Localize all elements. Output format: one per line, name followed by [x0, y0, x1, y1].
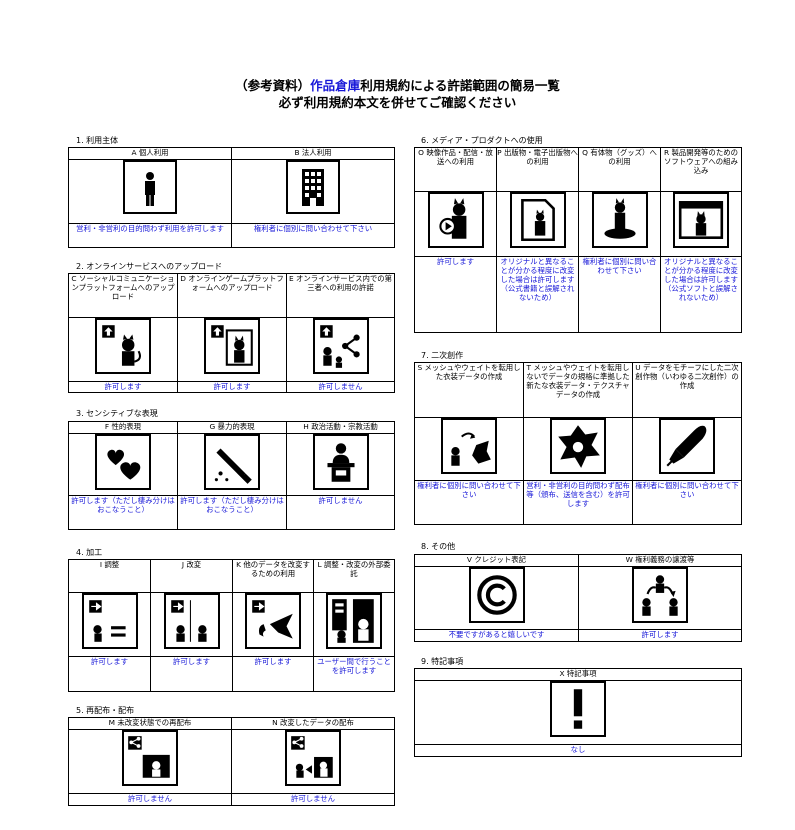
permission-text[interactable]: 許可します	[68, 381, 178, 393]
section-sensitive: F 性的表現 G 暴力的表現 H 政治活動・宗教活動 許可します（ただし棲み分け…	[68, 421, 395, 530]
use-for-modifying-icon	[245, 593, 301, 649]
section-label-media: 6. メディア・プロダクトへの使用	[421, 136, 543, 145]
section-usage-subject: A 個人利用 B 法人利用 営利・非営利の目的問わず利用を許可します 権利者に個…	[68, 147, 395, 248]
permission-text[interactable]: 許可します（ただし棲み分けはおこなうこと）	[68, 495, 178, 530]
item-header: F 性的表現	[68, 421, 178, 434]
game-upload-icon	[204, 318, 260, 374]
section-processing: I 調整 J 改変 K 他のデータを改変するための利用 L 調整・改変の外部委託…	[68, 559, 395, 692]
section-label-online-upload: 2. オンラインサービスへのアップロード	[76, 262, 223, 271]
knife-icon	[204, 434, 260, 490]
item-header: C ソーシャルコミュニケーションプラットフォームへのアップロード	[68, 273, 178, 318]
permission-text[interactable]: 権利者に個別に問い合わせて下さい	[231, 223, 395, 248]
item-header: E オンラインサービス内での第三者への利用の許諾	[286, 273, 395, 318]
permission-text[interactable]: 権利者に個別に問い合わせて下さい	[414, 480, 524, 525]
section-label-other: 8. その他	[421, 542, 456, 551]
exclamation-icon	[550, 681, 606, 737]
section-label-notes: 9. 特記事項	[421, 657, 464, 666]
section-media: O 映像作品・配信・放送への利用 P 出版物・電子出版物への利用 Q 有体物（グ…	[414, 147, 742, 333]
permission-text[interactable]: 許可しません	[231, 793, 395, 806]
item-header: W 権利義務の譲渡等	[578, 554, 742, 567]
permission-text[interactable]: 許可します（ただし棲み分けはおこなうこと）	[177, 495, 287, 530]
permission-text[interactable]: ユーザー間で行うことを許可します	[313, 656, 395, 692]
outsource-icon	[326, 593, 382, 649]
item-header: L 調整・改変の外部委託	[313, 559, 395, 593]
permission-text[interactable]: 権利者に個別に問い合わせて下さい	[578, 256, 661, 333]
item-header: O 映像作品・配信・放送への利用	[414, 147, 497, 192]
permission-text[interactable]: 許可します	[150, 656, 233, 692]
title-prefix: （参考資料）	[235, 78, 311, 93]
rights-transfer-icon	[632, 567, 688, 623]
item-header: R 製品開発等のためのソフトウェアへの組み込み	[660, 147, 742, 192]
section-online-upload: C ソーシャルコミュニケーションプラットフォームへのアップロード D オンライン…	[68, 273, 395, 393]
permission-text[interactable]: 営利・非営利の目的問わず配布等（頒布、送信を含む）を許可します	[523, 480, 633, 525]
section-notes: X 特記事項 なし	[414, 668, 742, 757]
title-service-name[interactable]: 作品倉庫	[310, 78, 361, 93]
figure-goods-icon	[591, 192, 648, 248]
permission-text[interactable]: 営利・非営利の目的問わず利用を許可します	[68, 223, 232, 248]
permission-text[interactable]: なし	[414, 744, 742, 757]
permission-text[interactable]: 許可します	[578, 629, 742, 642]
item-header: I 調整	[68, 559, 151, 593]
pen-nib-icon	[659, 418, 715, 474]
software-window-icon	[673, 192, 729, 248]
page-subtitle: 必ず利用規約本文を併せてご確認ください	[278, 95, 517, 110]
permission-text[interactable]: 権利者に個別に問い合わせて下さい	[632, 480, 742, 525]
outfit-transfer-icon	[441, 418, 497, 474]
video-play-icon	[427, 192, 484, 248]
copyright-icon	[468, 567, 525, 623]
item-header: A 個人利用	[68, 147, 232, 160]
hearts-icon	[95, 434, 151, 490]
section-label-processing: 4. 加工	[76, 548, 103, 557]
permission-text[interactable]: 許可しません	[286, 381, 395, 393]
item-header: D オンラインゲームプラットフォームへのアップロード	[177, 273, 287, 318]
permission-text[interactable]: 許可します	[68, 656, 151, 692]
share-modified-icon	[285, 730, 341, 786]
item-header: H 政治活動・宗教活動	[286, 421, 395, 434]
section-label-redistribution: 5. 再配布・配布	[76, 706, 135, 715]
podium-speaker-icon	[312, 434, 369, 490]
item-header: P 出版物・電子出版物への利用	[496, 147, 579, 192]
item-header: V クレジット表記	[414, 554, 579, 567]
new-outfit-icon	[550, 418, 606, 474]
item-header: X 特記事項	[414, 668, 742, 681]
item-header: K 他のデータを改変するための利用	[232, 559, 314, 593]
item-header: G 暴力的表現	[177, 421, 287, 434]
share-original-icon	[122, 730, 178, 786]
section-label-derivative: 7. 二次創作	[421, 351, 464, 360]
modify-icon	[163, 593, 220, 649]
third-party-share-icon	[312, 318, 369, 374]
permission-text[interactable]: 許可しません	[68, 793, 232, 806]
item-header: S メッシュやウェイトを転用した衣装データの作成	[414, 362, 524, 418]
publication-icon	[509, 192, 566, 248]
person-icon	[123, 160, 177, 214]
item-header: U データをモチーフにした二次創作物（いわゆる二次創作）の作成	[632, 362, 742, 418]
item-header: B 法人利用	[231, 147, 395, 160]
title-suffix: 利用規約による許諾範囲の簡易一覧	[360, 78, 560, 93]
section-redistribution: M 未改変状態での再配布 N 改変したデータの配布 許可しません 許可しません	[68, 717, 395, 806]
item-header: J 改変	[150, 559, 233, 593]
permission-text[interactable]: 許可します	[177, 381, 287, 393]
item-header: M 未改変状態での再配布	[68, 717, 232, 730]
page-title: （参考資料）作品倉庫利用規約による許諾範囲の簡易一覧	[0, 77, 795, 94]
social-upload-icon	[95, 318, 151, 374]
section-other: V クレジット表記 W 権利義務の譲渡等 不要ですがあると嬉しいです 許可します	[414, 554, 742, 642]
section-label-sensitive: 3. センシティブな表現	[76, 409, 158, 418]
permission-text[interactable]: 許可しません	[286, 495, 395, 530]
section-label-usage-subject: 1. 利用主体	[76, 136, 119, 145]
item-header: N 改変したデータの配布	[231, 717, 395, 730]
adjust-icon	[81, 593, 138, 649]
permission-text[interactable]: 許可します	[232, 656, 314, 692]
permission-text[interactable]: オリジナルと異なることが分かる程度に改変した場合は許可します（公式ソフトと誤解さ…	[660, 256, 742, 333]
permission-text[interactable]: オリジナルと異なることが分かる程度に改変した場合は許可します（公式書籍と誤解され…	[496, 256, 579, 333]
item-header: Q 有体物（グッズ）への利用	[578, 147, 661, 192]
office-building-icon	[286, 160, 340, 214]
permission-text[interactable]: 許可します	[414, 256, 497, 333]
section-derivative: S メッシュやウェイトを転用した衣装データの作成 T メッシュやウェイトを転用し…	[414, 362, 742, 525]
item-header: T メッシュやウェイトを転用しないでデータの規格に準拠した新たな衣装データ・テク…	[523, 362, 633, 418]
permission-text[interactable]: 不要ですがあると嬉しいです	[414, 629, 579, 642]
